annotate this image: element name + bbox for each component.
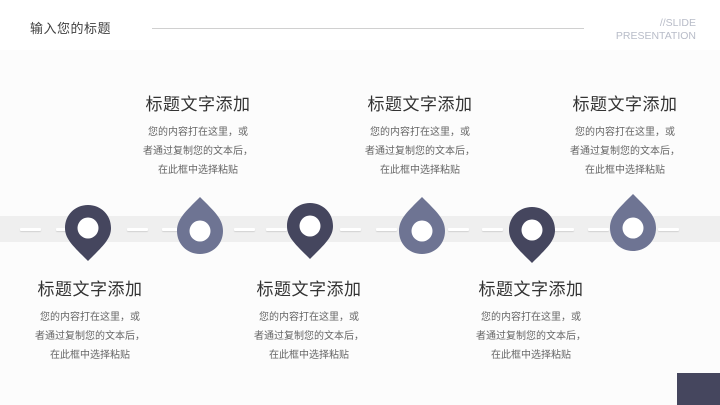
timeline-dash xyxy=(448,228,469,231)
map-pin-icon xyxy=(63,203,113,265)
item-title: 标题文字添加 xyxy=(367,95,473,115)
corner-accent-box xyxy=(677,373,720,405)
timeline-dash xyxy=(658,228,679,231)
header-divider xyxy=(152,28,584,29)
slide-header: 输入您的标题 //SLIDE PRESENTATION xyxy=(0,0,720,50)
item-description: 您的内容打在这里，或 者通过复制您的文本后， 在此框中选择粘贴 xyxy=(570,127,680,176)
timeline-item-1: 标题文字添加 您的内容打在这里，或 者通过复制您的文本后， 在此框中选择粘贴 xyxy=(10,279,170,365)
map-pin-icon xyxy=(507,205,557,267)
timeline-dash xyxy=(266,228,287,231)
droplet-icon xyxy=(608,192,658,254)
timeline-item-5: 标题文字添加 您的内容打在这里，或 者通过复制您的文本后， 在此框中选择粘贴 xyxy=(451,279,611,365)
item-title: 标题文字添加 xyxy=(256,280,362,300)
map-pin-icon xyxy=(285,201,335,263)
timeline-dash xyxy=(234,228,255,231)
timeline-dash xyxy=(588,228,609,231)
droplet-icon xyxy=(397,195,447,257)
timeline-dash xyxy=(127,228,148,231)
droplet-icon xyxy=(175,195,225,257)
brand-line-1: //SLIDE xyxy=(659,17,696,29)
brand-label: //SLIDE PRESENTATION xyxy=(616,17,696,43)
item-title: 标题文字添加 xyxy=(145,95,251,115)
timeline-item-4: 标题文字添加 您的内容打在这里，或 者通过复制您的文本后， 在此框中选择粘贴 xyxy=(340,94,500,180)
timeline-dash xyxy=(376,228,397,231)
item-description: 您的内容打在这里，或 者通过复制您的文本后， 在此框中选择粘贴 xyxy=(254,312,364,361)
timeline-item-2: 标题文字添加 您的内容打在这里，或 者通过复制您的文本后， 在此框中选择粘贴 xyxy=(118,94,278,180)
timeline-item-3: 标题文字添加 您的内容打在这里，或 者通过复制您的文本后， 在此框中选择粘贴 xyxy=(229,279,389,365)
timeline-item-6: 标题文字添加 您的内容打在这里，或 者通过复制您的文本后， 在此框中选择粘贴 xyxy=(545,94,705,180)
timeline-dash xyxy=(20,228,41,231)
item-description: 您的内容打在这里，或 者通过复制您的文本后， 在此框中选择粘贴 xyxy=(476,312,586,361)
timeline-dash xyxy=(162,228,183,231)
item-description: 您的内容打在这里，或 者通过复制您的文本后， 在此框中选择粘贴 xyxy=(35,312,145,361)
item-title: 标题文字添加 xyxy=(572,95,678,115)
timeline-dash xyxy=(482,228,503,231)
brand-line-2: PRESENTATION xyxy=(615,30,696,42)
item-title: 标题文字添加 xyxy=(37,280,143,300)
timeline-dash xyxy=(553,228,574,231)
item-description: 您的内容打在这里，或 者通过复制您的文本后， 在此框中选择粘贴 xyxy=(365,127,475,176)
page-title: 输入您的标题 xyxy=(30,22,112,37)
timeline-dash xyxy=(340,228,361,231)
item-description: 您的内容打在这里，或 者通过复制您的文本后， 在此框中选择粘贴 xyxy=(143,127,253,176)
item-title: 标题文字添加 xyxy=(478,280,584,300)
